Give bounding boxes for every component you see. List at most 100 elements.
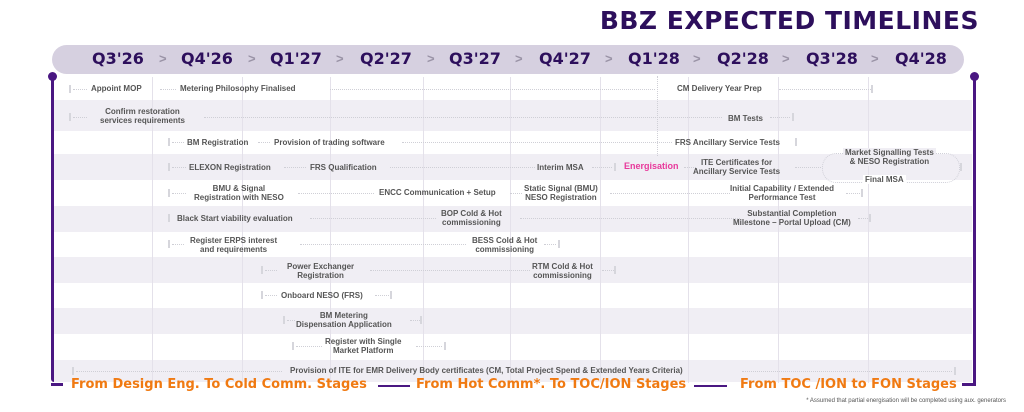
connector (610, 193, 730, 194)
connector (172, 244, 184, 245)
task-label: Appoint MOP (91, 84, 142, 93)
connector (76, 371, 282, 372)
connector (375, 295, 389, 296)
connector (298, 193, 374, 194)
stage-label: From Design Eng. To Cold Comm. Stages (71, 377, 367, 392)
task-label: Provision of trading software (274, 138, 385, 147)
chevron-right-icon: > (427, 51, 435, 66)
task-label: Onboard NESO (FRS) (281, 291, 363, 300)
start-tick (72, 367, 74, 375)
chevron-right-icon: > (693, 51, 701, 66)
quarter-label: Q1'28 (628, 49, 680, 68)
chevron-right-icon: > (336, 51, 344, 66)
energisation-marker-line (657, 76, 658, 156)
end-tick (444, 342, 446, 350)
connector (416, 346, 442, 347)
end-tick (960, 163, 962, 171)
task-label: Black Start viability evaluation (177, 214, 293, 223)
stage-label: From TOC /ION to FON Stages (740, 377, 957, 392)
grid-line (778, 77, 779, 383)
timeline-row (54, 283, 972, 308)
start-tick (168, 214, 170, 222)
connector (172, 193, 186, 194)
connector (402, 142, 672, 143)
connector (300, 244, 466, 245)
end-tick (871, 85, 873, 93)
task-label: CM Delivery Year Prep (677, 84, 762, 93)
start-tick (168, 240, 170, 248)
grid-line (330, 77, 331, 383)
start-tick (261, 291, 263, 299)
quarter-header-bar: Q3'26 > Q4'26 > Q1'27 > Q2'27 > Q3'27 > … (52, 45, 964, 74)
connector (296, 346, 322, 347)
connector (330, 89, 655, 90)
chevron-right-icon: > (782, 51, 790, 66)
quarter-label: Q3'26 (92, 49, 144, 68)
end-tick (558, 240, 560, 248)
connector (258, 142, 270, 143)
task-label: ELEXON Registration (189, 163, 271, 172)
quarter-label: Q3'27 (449, 49, 501, 68)
task-label: BM Registration (187, 138, 249, 147)
connector (204, 117, 722, 118)
task-label: Final MSA (863, 175, 906, 184)
start-tick (69, 113, 71, 121)
stage-label: From Hot Comm*. To TOC/ION Stages (416, 377, 687, 392)
chevron-right-icon: > (871, 51, 879, 66)
connector (287, 320, 295, 321)
quarter-label: Q4'27 (539, 49, 591, 68)
task-label: Provision of ITE for EMR Delivery Body c… (290, 366, 683, 375)
quarter-label: Q4'26 (181, 49, 233, 68)
task-label: BM Tests (728, 114, 763, 123)
task-label: Metering Philosophy Finalised (180, 84, 296, 93)
connector (390, 167, 535, 168)
connector (510, 193, 522, 194)
quarter-label: Q4'28 (895, 49, 947, 68)
quarter-label: Q2'27 (360, 49, 412, 68)
connector (172, 167, 186, 168)
end-tick (869, 214, 871, 222)
chevron-right-icon: > (159, 51, 167, 66)
right-rail-foot (962, 383, 976, 386)
task-label: Interim MSA (537, 163, 584, 172)
timeline-row (54, 360, 972, 382)
connector (684, 167, 696, 168)
connector (73, 117, 87, 118)
connector (592, 167, 612, 168)
grid-line (868, 77, 869, 383)
end-tick (795, 138, 797, 146)
energisation-milestone: Energisation (624, 161, 679, 171)
end-tick (390, 291, 392, 299)
task-label: ENCC Communication + Setup (379, 188, 496, 197)
connector (602, 270, 614, 271)
connector (520, 218, 740, 219)
connector (284, 167, 306, 168)
end-tick (420, 316, 422, 324)
end-tick (861, 189, 863, 197)
end-tick (614, 163, 616, 171)
chevron-right-icon: > (248, 51, 256, 66)
end-tick (792, 113, 794, 121)
start-tick (292, 342, 294, 350)
task-label: Static Signal (BMU)NESO Registration (524, 184, 598, 202)
stage-divider (694, 385, 727, 387)
timeline-row (54, 308, 972, 334)
chevron-right-icon: > (515, 51, 523, 66)
task-label: FRS Ancillary Service Tests (675, 138, 780, 147)
connector (779, 89, 871, 90)
connector (370, 270, 530, 271)
connector (310, 218, 436, 219)
start-tick (168, 189, 170, 197)
connector (73, 89, 87, 90)
quarter-label: Q2'28 (717, 49, 769, 68)
grid-line (600, 77, 601, 383)
quarter-label: Q3'28 (806, 49, 858, 68)
connector (265, 295, 277, 296)
grid-line (510, 77, 511, 383)
